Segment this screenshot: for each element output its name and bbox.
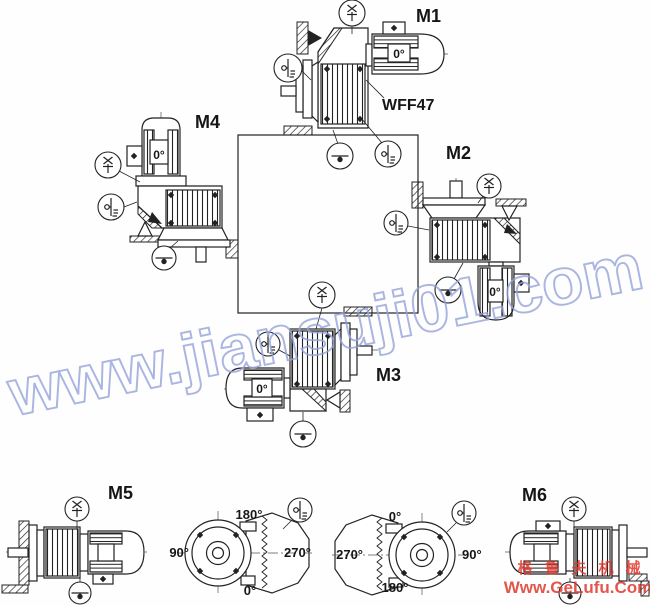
flange-left-right-angle: 270° [284, 545, 311, 560]
oil-drain-plug-icon [289, 420, 317, 448]
m4-angle-label: 0° [153, 148, 165, 162]
oil-level-plug-icon [451, 500, 477, 526]
breather-valve-icon [561, 496, 587, 522]
breather-valve-icon [308, 281, 336, 309]
unit-m6-assembly: M6 [505, 485, 650, 605]
flange-left-left-angle: 90° [169, 545, 189, 560]
m2-label: M2 [446, 143, 471, 163]
flange-right-right-angle: 90° [462, 547, 482, 562]
corner-watermark-line1: 格鲁夫机械 [517, 559, 650, 577]
oil-drain-plug-icon [68, 581, 92, 605]
m1-label: M1 [416, 6, 441, 26]
unit-m2-assembly: 0° M2 [383, 143, 530, 321]
m5-label: M5 [108, 483, 133, 503]
oil-drain-plug-icon [326, 142, 354, 170]
oil-drain-plug-icon [434, 276, 462, 304]
corner-watermark: 格鲁夫机械 Www.GeLufu.Com [504, 559, 650, 597]
flange-left-top-angle: 180° [236, 507, 263, 522]
m6-label: M6 [522, 485, 547, 505]
flange-view-left: 180° 90° 270° 0° [169, 497, 313, 598]
flange-right-bottom-angle: 180° [382, 580, 409, 595]
corner-watermark-line2: Www.GeLufu.Com [504, 578, 650, 597]
breather-valve-icon [94, 151, 122, 179]
breather-valve-icon [476, 173, 502, 199]
m2-angle-label: 0° [489, 285, 501, 299]
flange-right-top-angle: 0° [389, 509, 401, 524]
unit-m3-assembly: 0° M3 [224, 281, 401, 448]
unit-m5-assembly: M5 [1, 483, 150, 605]
mounting-wall-square [225, 134, 424, 317]
oil-level-plug-icon [97, 193, 125, 221]
breather-valve-icon [338, 0, 366, 27]
oil-drain-plug-icon [151, 245, 177, 271]
oil-level-plug-icon [383, 210, 409, 236]
unit-m4-assembly: 0° M4 [94, 112, 231, 271]
flange-left-bottom-angle: 0° [244, 583, 256, 598]
flange-view-right: 0° 270° 90° 180° [332, 500, 482, 598]
oil-drain-plug-icon [558, 581, 582, 605]
oil-level-plug-icon [273, 53, 303, 83]
oil-level-plug-icon [374, 140, 402, 168]
oil-level-plug-icon [255, 331, 281, 357]
breather-valve-icon [64, 496, 90, 522]
m1-angle-label: 0° [393, 47, 405, 61]
unit-m1-assembly: 0° M1 WFF47 [273, 0, 448, 170]
m4-label: M4 [195, 112, 220, 132]
flange-right-left-angle: 270° [336, 547, 363, 562]
m3-angle-label: 0° [256, 382, 268, 396]
m3-label: M3 [376, 365, 401, 385]
m1-model-label: WFF47 [382, 97, 435, 114]
oil-level-plug-icon [287, 497, 313, 523]
